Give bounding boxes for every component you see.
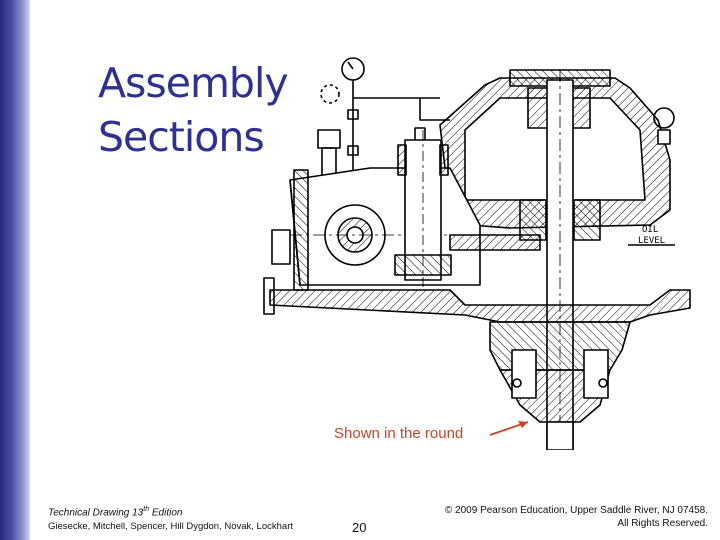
footer-left: Technical Drawing 13th Edition Giesecke,… <box>48 506 293 532</box>
authors-text: Giesecke, Mitchell, Spencer, Hill Dygdon… <box>48 521 293 533</box>
oil-level-label-line-1: OIL <box>642 225 658 235</box>
edition-text: Technical Drawing 13th Edition <box>48 506 293 518</box>
callout-label: Shown in the round <box>334 425 464 442</box>
slide-title: Assembly Sections <box>98 56 298 164</box>
title-line-1: Assembly <box>98 59 289 107</box>
oil-level-label-line-2: LEVEL <box>638 236 665 246</box>
edition-suffix: Edition <box>149 507 183 519</box>
rights-text: All Rights Reserved. <box>617 518 708 529</box>
edition-title: Technical Drawing 13 <box>48 507 144 519</box>
edition-superscript: th <box>143 506 150 513</box>
assembly-section-drawing: OIL LEVEL <box>263 57 691 450</box>
page-number: 20 <box>352 520 367 535</box>
footer-right: © 2009 Pearson Education, Upper Saddle R… <box>445 504 708 530</box>
copyright-text: © 2009 Pearson Education, Upper Saddle R… <box>444 505 708 516</box>
title-line-2: Sections <box>98 113 265 161</box>
slide-side-bar <box>0 0 30 540</box>
